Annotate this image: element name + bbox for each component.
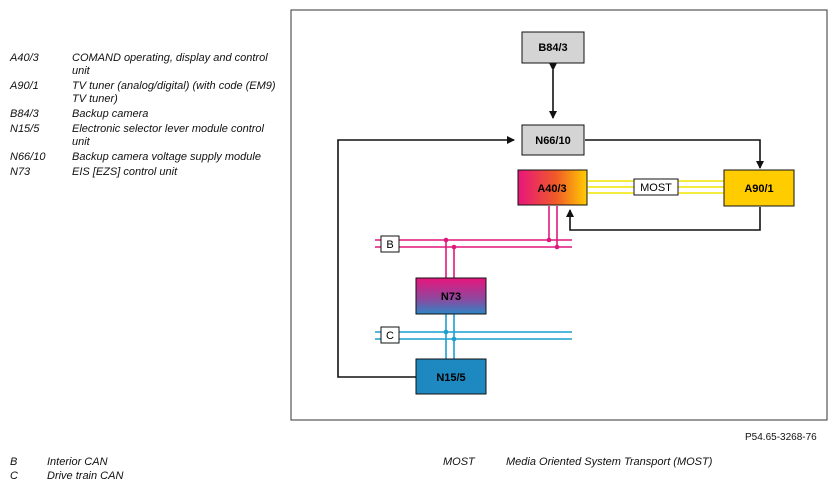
box-b84-3 <box>521 31 585 64</box>
interior-can-bus <box>375 206 572 278</box>
drive-train-can-junctions <box>443 329 457 342</box>
legend-description: COMAND operating, display and control un… <box>72 52 268 77</box>
legend-description: TV tuner (analog/digital) (with code (EM… <box>72 80 276 105</box>
legend-code: B84/3 <box>10 108 39 120</box>
legend-description: Backup camera voltage supply module <box>72 151 261 163</box>
reference-number: P54.65-3268-76 <box>745 432 817 443</box>
legend-description: Electronic selector lever module control… <box>72 123 264 148</box>
box-n15-5-label: N15/5 <box>436 372 465 384</box>
legend-code: N73 <box>10 166 31 178</box>
most-label-box <box>633 178 679 196</box>
bus-legend-code: MOST <box>443 456 475 468</box>
diagram-frame <box>290 9 828 421</box>
bus-legend-row-c: C Drive train CAN <box>10 469 123 483</box>
legend-code: N66/10 <box>10 151 46 163</box>
a90-to-a40-line <box>566 207 761 231</box>
bus-b-label: B <box>386 239 393 251</box>
legend-description: Backup camera <box>72 108 149 120</box>
most-label: MOST <box>640 182 672 194</box>
box-n73-label: N73 <box>441 291 461 303</box>
legend-row-n66-10: N66/10 Backup camera voltage supply modu… <box>10 151 280 164</box>
box-a90-1 <box>723 169 795 207</box>
bus-legend-description: Interior CAN <box>47 456 108 468</box>
bus-legend-description: Media Oriented System Transport (MOST) <box>506 456 713 468</box>
legend-description: EIS [EZS] control unit <box>72 166 178 178</box>
bus-legend-left: B Interior CAN C Drive train CAN <box>10 455 123 483</box>
legend-row-a40-3: A40/3 COMAND operating, display and cont… <box>10 52 280 78</box>
box-n73 <box>415 277 487 315</box>
component-legend: A40/3 COMAND operating, display and cont… <box>10 52 280 181</box>
box-n15-5 <box>415 358 487 395</box>
legend-row-a90-1: A90/1 TV tuner (analog/digital) (with co… <box>10 80 280 106</box>
legend-row-b84-3: B84/3 Backup camera <box>10 108 280 121</box>
legend-row-n15-5: N15/5 Electronic selector lever module c… <box>10 123 280 149</box>
interior-can-junctions <box>443 237 560 250</box>
bus-legend-code: C <box>10 470 18 482</box>
bus-legend-description: Drive train CAN <box>47 470 124 482</box>
bus-legend-code: B <box>10 456 18 468</box>
box-n66-10 <box>521 124 585 156</box>
bus-c-label: C <box>386 330 394 342</box>
bus-legend-row-most: MOST Media Oriented System Transport (MO… <box>443 455 712 469</box>
n66-to-a90-line <box>585 139 764 169</box>
legend-code: N15/5 <box>10 123 40 135</box>
box-a90-1-label: A90/1 <box>744 183 773 195</box>
bus-legend-right: MOST Media Oriented System Transport (MO… <box>443 455 712 469</box>
legend-row-n73: N73 EIS [EZS] control unit <box>10 166 280 179</box>
box-n66-10-label: N66/10 <box>535 135 570 147</box>
box-a40-3 <box>517 169 588 206</box>
legend-code: A90/1 <box>10 80 39 92</box>
bus-c-label-box <box>380 326 400 344</box>
n15-to-n66-line <box>337 136 515 378</box>
box-b84-3-label: B84/3 <box>538 42 567 54</box>
legend-code: A40/3 <box>10 52 39 64</box>
bus-legend-row-b: B Interior CAN <box>10 455 123 469</box>
box-a40-3-label: A40/3 <box>537 183 566 195</box>
drive-train-can-bus <box>375 314 572 359</box>
bus-b-label-box <box>380 235 400 253</box>
